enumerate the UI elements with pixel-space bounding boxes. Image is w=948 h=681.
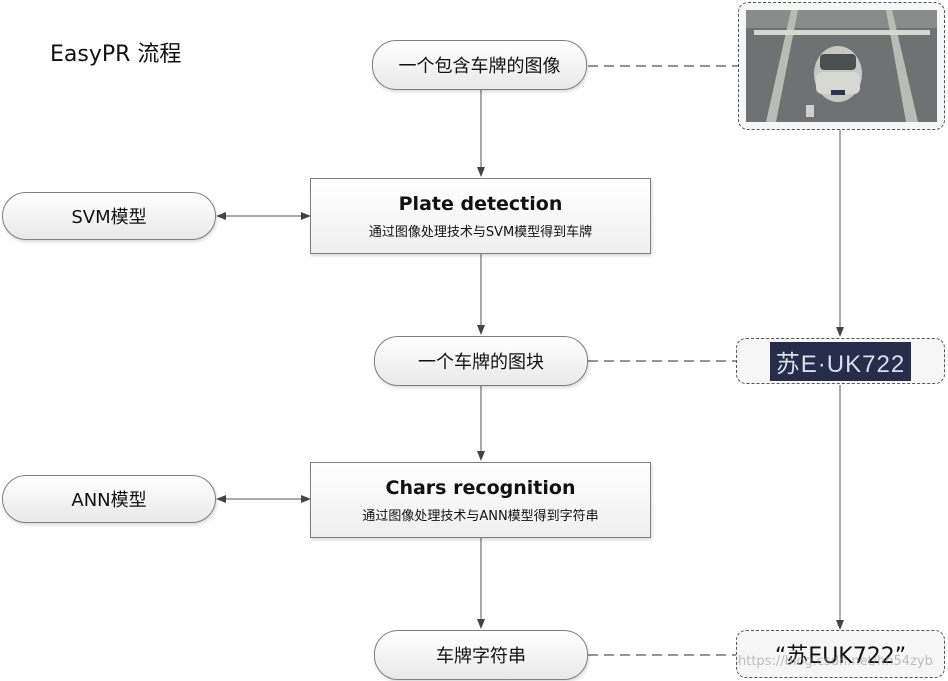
diagram-title: EasyPR 流程 bbox=[50, 42, 182, 67]
plate-image: 苏E·UK722 bbox=[769, 341, 912, 381]
plate-detection-heading: Plate detection bbox=[398, 192, 563, 215]
chars-recognition-heading: Chars recognition bbox=[385, 476, 576, 499]
watermark-text: https://blog.csdn.net/hn54zyb bbox=[738, 654, 933, 669]
node-plate-block: 一个车牌的图块 bbox=[374, 336, 588, 386]
example-car-image-box bbox=[738, 2, 945, 130]
chars-recognition-sub: 通过图像处理技术与ANN模型得到字符串 bbox=[362, 508, 599, 524]
example-string-box: “苏EUK722” bbox=[736, 630, 945, 678]
node-svm-model: SVM模型 bbox=[2, 192, 216, 240]
node-input-image: 一个包含车牌的图像 bbox=[372, 40, 587, 90]
node-plate-string: 车牌字符串 bbox=[374, 630, 588, 680]
car-photo-image bbox=[746, 10, 937, 122]
node-ann-model: ANN模型 bbox=[2, 475, 216, 523]
plate-detection-sub: 通过图像处理技术与SVM模型得到车牌 bbox=[368, 224, 593, 240]
node-plate-detection: Plate detection 通过图像处理技术与SVM模型得到车牌 bbox=[310, 178, 651, 254]
result-string: “苏EUK722” bbox=[774, 644, 907, 669]
example-plate-box: 苏E·UK722 bbox=[736, 338, 945, 384]
node-chars-recognition: Chars recognition 通过图像处理技术与ANN模型得到字符串 bbox=[310, 462, 651, 538]
